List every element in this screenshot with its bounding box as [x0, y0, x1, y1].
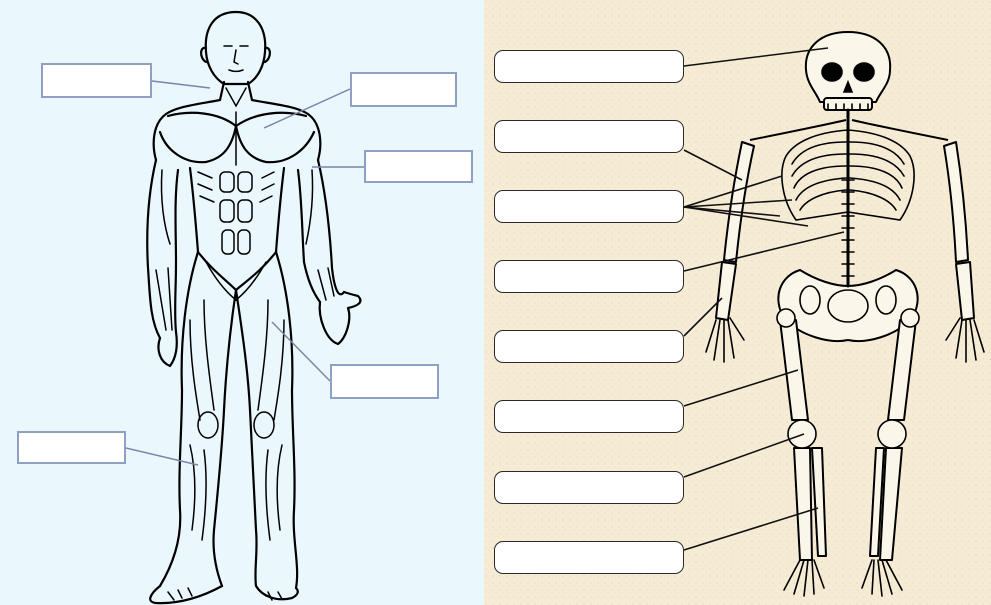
bone-label-box-1[interactable] [494, 50, 684, 83]
bone-label-box-4[interactable] [494, 260, 684, 293]
bone-label-box-2[interactable] [494, 120, 684, 153]
bone-label-box-8[interactable] [494, 541, 684, 574]
bone-label-box-3[interactable] [494, 190, 684, 223]
muscle-label-box-1[interactable] [41, 63, 152, 98]
muscle-label-box-2[interactable] [350, 72, 457, 107]
muscle-label-box-5[interactable] [17, 431, 126, 464]
skeletal-system-panel [484, 0, 991, 605]
bone-label-box-6[interactable] [494, 400, 684, 433]
muscular-system-panel [0, 0, 484, 605]
muscle-label-box-4[interactable] [330, 364, 439, 399]
bone-label-box-5[interactable] [494, 330, 684, 363]
skeleton-figure-illustration [484, 0, 991, 605]
muscle-label-box-3[interactable] [364, 150, 473, 183]
bone-label-box-7[interactable] [494, 471, 684, 504]
